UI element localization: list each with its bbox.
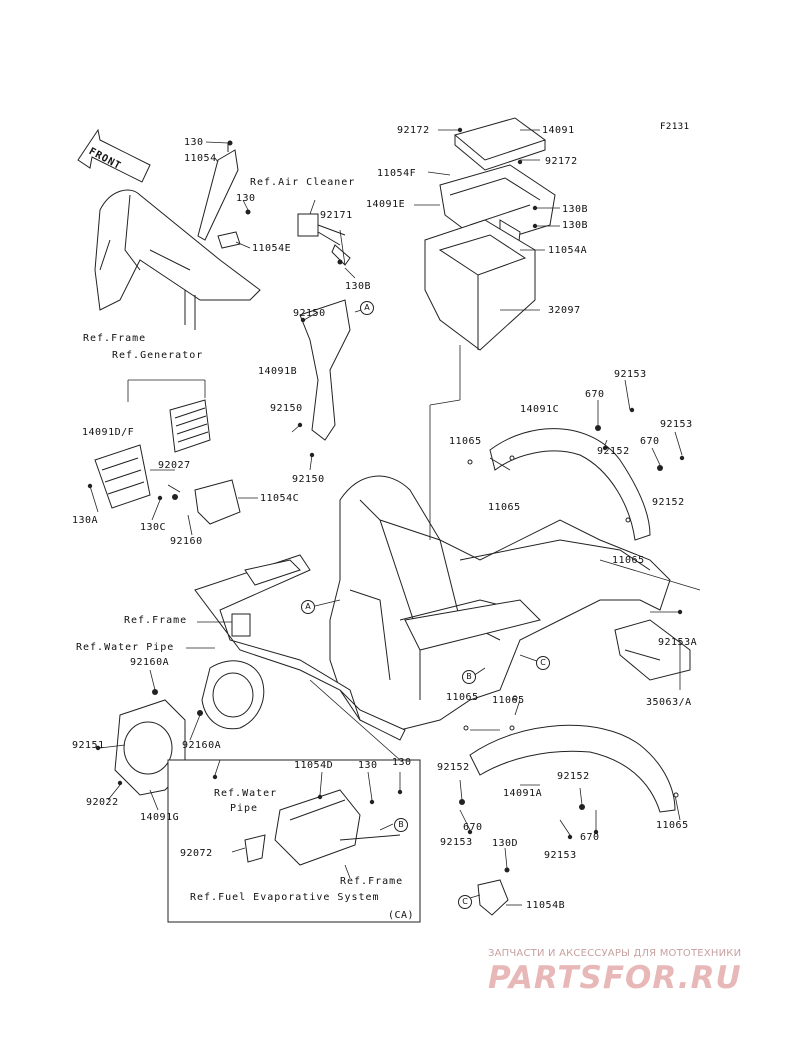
ref-frame-top: Ref.Frame xyxy=(83,333,147,344)
frame-front-section xyxy=(94,189,261,311)
callout-b-frame: B xyxy=(462,670,476,684)
part-label-670-a: 670 xyxy=(585,389,605,400)
callout-a-top: A xyxy=(360,301,374,315)
part-label-11054b: 11054B xyxy=(526,900,566,911)
part-label-92152-d: 92152 xyxy=(557,771,590,782)
front-arrow-icon xyxy=(77,128,151,183)
part-label-130b-r1: 130B xyxy=(562,204,589,215)
part-label-92150-a: 92150 xyxy=(293,308,326,319)
part-label-11065-f: 11065 xyxy=(656,820,689,831)
regulator xyxy=(169,399,211,453)
part-label-92152-b: 92152 xyxy=(652,497,685,508)
part-label-11054d: 11054D xyxy=(294,760,334,771)
ref-water-pipe-2b: Pipe xyxy=(230,803,259,814)
part-label-130b-left: 130B xyxy=(345,281,372,292)
fender-14091c xyxy=(489,428,651,541)
part-label-11054f: 11054F xyxy=(377,168,417,179)
battery-32097 xyxy=(424,219,536,351)
part-label-11065-d: 11065 xyxy=(446,692,479,703)
part-label-11065-c: 11065 xyxy=(612,555,645,566)
part-label-92150-b: 92150 xyxy=(270,403,303,414)
part-label-92160: 92160 xyxy=(170,536,203,547)
part-label-14091df: 14091D/F xyxy=(82,427,135,438)
fender-14091a xyxy=(469,724,676,813)
callout-c-frame: C xyxy=(536,656,550,670)
watermark-logo: PARTSFOR.RU xyxy=(488,960,742,996)
part-label-130d: 130D xyxy=(492,838,519,849)
part-label-92160a-b: 92160A xyxy=(182,740,222,751)
figure-code: F2131 xyxy=(660,122,690,132)
part-label-11054c: 11054C xyxy=(260,493,300,504)
canister-bracket xyxy=(274,789,361,866)
ref-generator: Ref.Generator xyxy=(112,350,204,361)
ref-water-pipe-2a: Ref.Water xyxy=(214,788,278,799)
part-label-92153-b: 92153 xyxy=(660,419,693,430)
part-label-670-b: 670 xyxy=(640,436,660,447)
part-label-130a: 130A xyxy=(72,515,99,526)
part-label-14091g: 14091G xyxy=(140,812,180,823)
part-label-130c: 130C xyxy=(140,522,167,533)
part-label-92172-b: 92172 xyxy=(545,156,578,167)
part-label-14091c: 14091C xyxy=(520,404,560,415)
part-label-130-b: 130 xyxy=(236,193,256,204)
part-label-92150-c: 92150 xyxy=(292,474,325,485)
callout-c-bottom: C xyxy=(458,895,472,909)
part-label-92027: 92027 xyxy=(158,460,191,471)
frame-lower-tube xyxy=(194,554,406,741)
part-label-32097: 32097 xyxy=(548,305,581,316)
part-label-11054a: 11054A xyxy=(548,245,588,256)
part-label-92152-a: 92152 xyxy=(597,446,630,457)
ref-frame-bottom: Ref.Frame xyxy=(340,876,404,887)
callout-b-inset: B xyxy=(394,818,408,832)
part-label-92153a: 92153A xyxy=(658,637,698,648)
part-label-130b-r2: 130B xyxy=(562,220,589,231)
part-label-130-e: 130 xyxy=(358,760,378,771)
part-label-14091e: 14091E xyxy=(366,199,406,210)
part-label-92171: 92171 xyxy=(320,210,353,221)
bracket-11054 xyxy=(197,149,239,241)
part-label-670-d: 670 xyxy=(580,832,600,843)
cover-14091b xyxy=(299,299,351,441)
bracket-11054c xyxy=(194,479,241,525)
ref-air-cleaner: Ref.Air Cleaner xyxy=(250,177,356,188)
ref-fuel-evaporative-system: Ref.Fuel Evaporative System xyxy=(190,892,380,903)
part-label-670-c: 670 xyxy=(463,822,483,833)
ref-frame-mid: Ref.Frame xyxy=(124,615,188,626)
part-label-14091b: 14091B xyxy=(258,366,298,377)
part-label-92022: 92022 xyxy=(86,797,119,808)
part-label-14091: 14091 xyxy=(542,125,575,136)
part-label-11065-b: 11065 xyxy=(488,502,521,513)
part-label-35063a: 35063/A xyxy=(646,697,692,708)
bracket-35063 xyxy=(614,619,691,681)
callout-a-frame: A xyxy=(301,600,315,614)
valve-92171 xyxy=(297,213,319,237)
part-label-92172-a: 92172 xyxy=(397,125,430,136)
part-label-14091a: 14091A xyxy=(503,788,543,799)
watermark-subtitle: ЗАПЧАСТИ И АКСЕССУАРЫ ДЛЯ МОТОТЕХНИКИ xyxy=(488,948,742,959)
ca-label: (CA) xyxy=(388,910,415,921)
part-label-11065-a: 11065 xyxy=(449,436,482,447)
part-label-130: 130 xyxy=(184,137,204,148)
part-label-92152-c: 92152 xyxy=(437,762,470,773)
part-label-92153-a: 92153 xyxy=(614,369,647,380)
part-label-92151: 92151 xyxy=(72,740,105,751)
part-label-92160a-a: 92160A xyxy=(130,657,170,668)
part-label-92153-c: 92153 xyxy=(440,837,473,848)
ref-water-pipe: Ref.Water Pipe xyxy=(76,642,175,653)
part-label-92153-d: 92153 xyxy=(544,850,577,861)
bracket-11054b xyxy=(477,879,509,916)
part-label-130-f: 130 xyxy=(392,757,412,768)
battery-cover-14091 xyxy=(453,117,547,161)
part-label-11054e: 11054E xyxy=(252,243,292,254)
part-label-92072: 92072 xyxy=(180,848,213,859)
part-label-11065-e: 11065 xyxy=(492,695,525,706)
part-label-11054: 11054 xyxy=(184,153,217,164)
